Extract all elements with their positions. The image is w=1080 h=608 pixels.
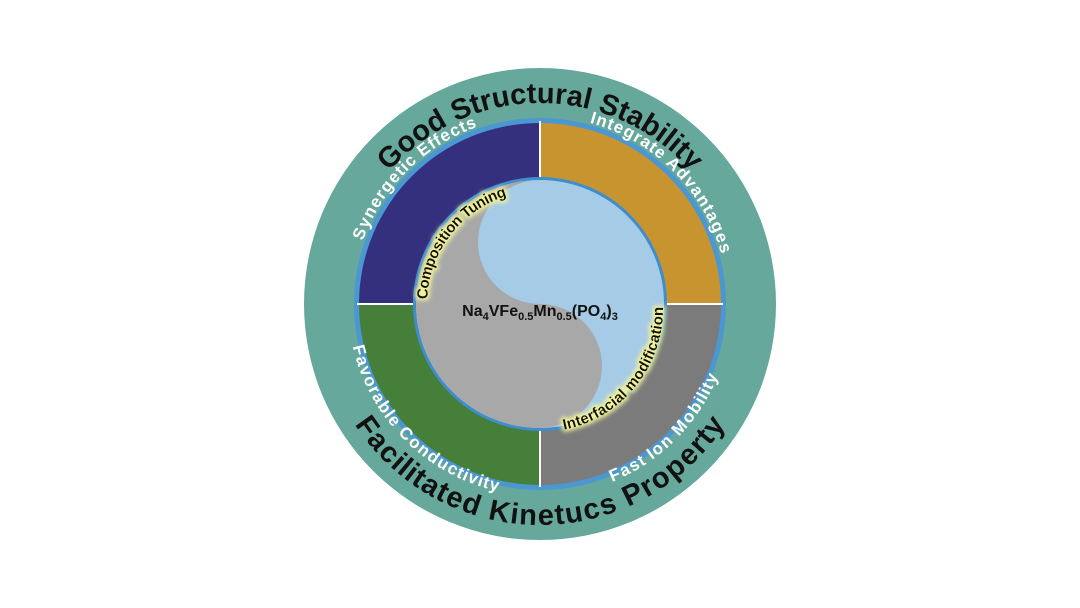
formula-segment: Mn [533, 303, 556, 320]
formula-subscript: 0.5 [518, 311, 533, 323]
formula-label: Na4VFe0.5Mn0.5(PO4)3 [462, 303, 618, 323]
formula-subscript: 3 [612, 311, 618, 323]
formula-segment: Na [462, 303, 483, 320]
yang-dot-gray [510, 336, 570, 396]
formula-subscript: 0.5 [557, 311, 572, 323]
formula-subscript: 4 [483, 311, 490, 323]
formula-segment: (PO [572, 303, 600, 320]
yin-dot-blue [510, 212, 570, 272]
formula-segment: ) [606, 303, 611, 320]
yin-yang [416, 180, 664, 428]
formula-segment: VFe [489, 303, 518, 320]
formula-subscript: 4 [600, 311, 607, 323]
